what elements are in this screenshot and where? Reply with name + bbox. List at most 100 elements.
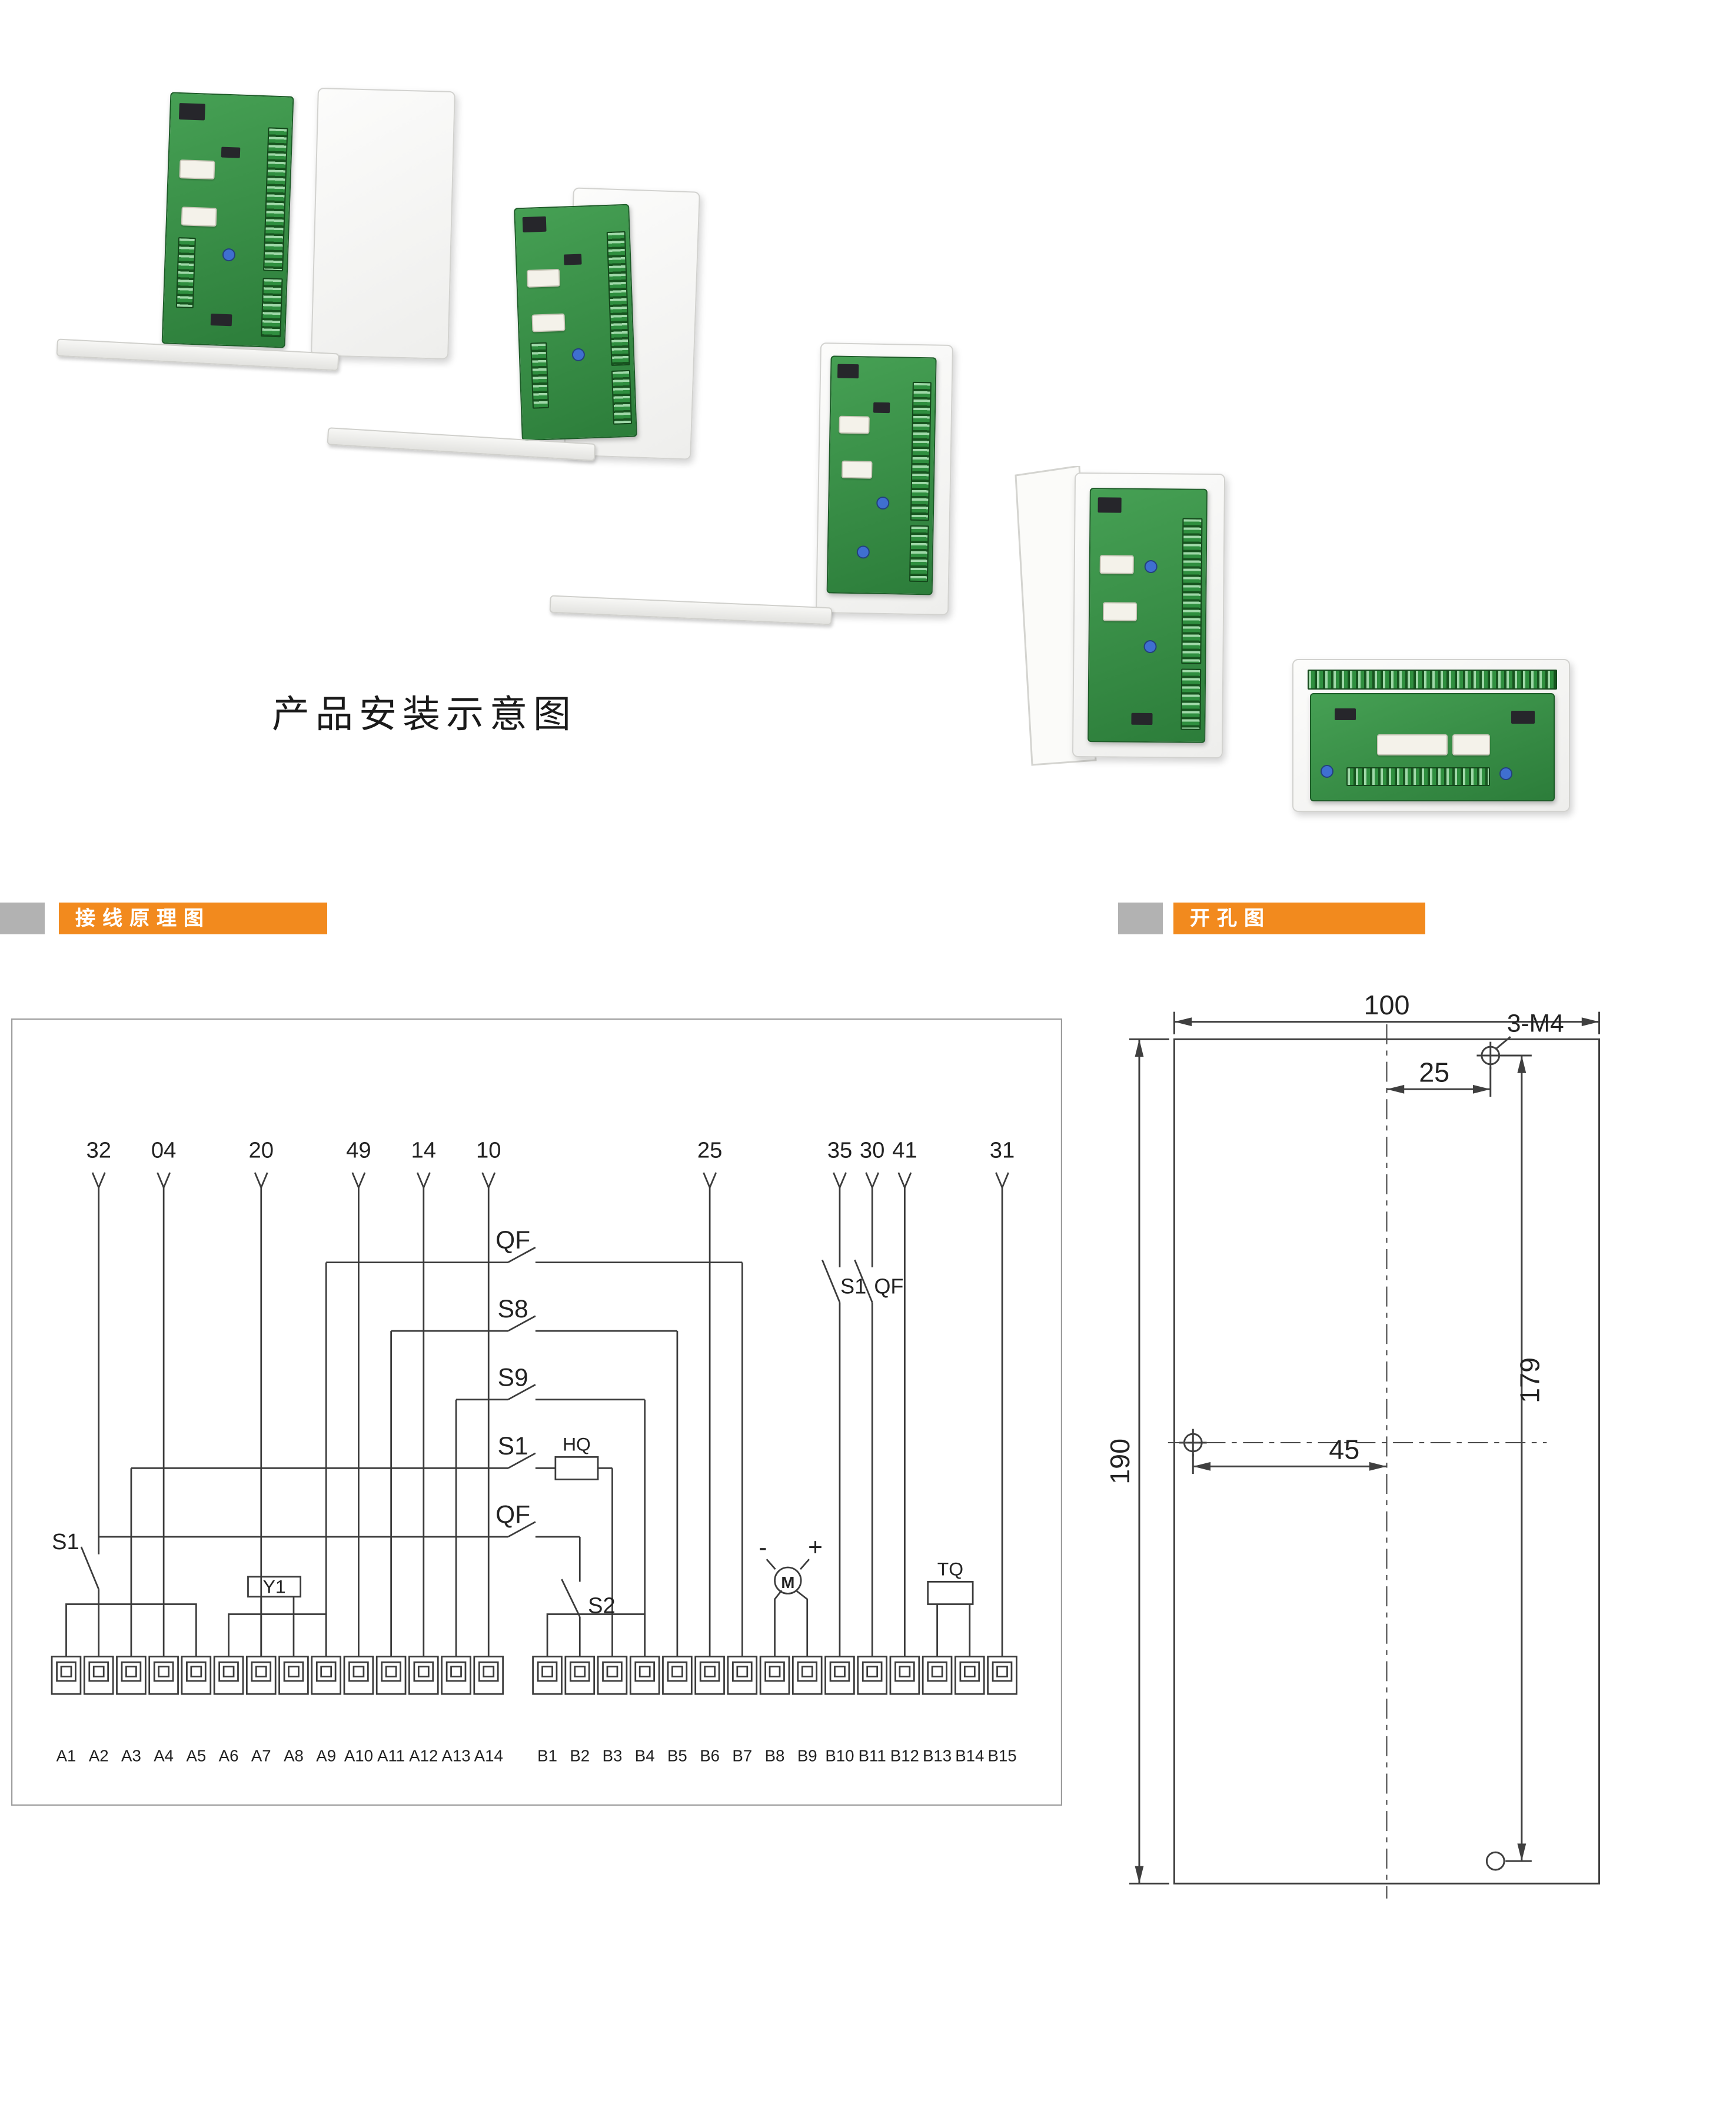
rail-label-s1: S1 xyxy=(498,1432,528,1460)
terminal-strip xyxy=(1346,767,1490,786)
mounting-strip xyxy=(549,595,833,625)
terminal-label: A13 xyxy=(441,1747,470,1765)
switch-label-s2: S2 xyxy=(588,1593,616,1618)
terminal-label: B12 xyxy=(890,1747,919,1765)
inductor-component xyxy=(178,103,205,121)
capacitor xyxy=(1144,560,1158,574)
switch-label-s1-left: S1 xyxy=(52,1529,79,1554)
wiring-section-title: 接线原理图 xyxy=(75,907,211,930)
relay-component xyxy=(839,415,870,434)
terminal-strip xyxy=(611,369,633,425)
hole-spec: 3-M4 xyxy=(1507,1010,1564,1037)
relay-component xyxy=(181,207,217,227)
relay-component xyxy=(1102,602,1138,621)
capacitor xyxy=(856,545,870,559)
terminal-label: B1 xyxy=(537,1747,557,1765)
wire-number: 32 xyxy=(86,1137,111,1163)
dim-right-span: 179 xyxy=(1515,1357,1545,1403)
wire-number: 14 xyxy=(411,1137,437,1163)
inductor-component xyxy=(837,364,859,379)
terminal-label: B2 xyxy=(570,1747,590,1765)
relay-component xyxy=(1452,734,1490,755)
terminal-label: A5 xyxy=(186,1747,206,1765)
cutout-dimensions: 100 190 25 45 179 3-M4 xyxy=(1105,990,1564,1484)
terminal-label: A10 xyxy=(344,1747,373,1765)
terminal-strip xyxy=(1180,668,1202,730)
cutout-lines xyxy=(1129,1011,1601,1885)
terminal-label: B7 xyxy=(732,1747,752,1765)
relay-component xyxy=(1377,734,1448,755)
ic-chip xyxy=(873,402,890,414)
terminal-label: A2 xyxy=(89,1747,109,1765)
terminal-label: B10 xyxy=(825,1747,854,1765)
terminal-strip xyxy=(263,127,288,272)
section-header-wiring: 接线原理图 xyxy=(59,903,327,934)
capacitor xyxy=(1143,640,1157,654)
terminal-label: A7 xyxy=(251,1747,271,1765)
relay-component xyxy=(531,313,566,332)
relay-component xyxy=(179,159,215,180)
wire-number: 25 xyxy=(697,1137,723,1163)
wiring-header-accent xyxy=(0,903,45,934)
wire-number: 20 xyxy=(249,1137,274,1163)
wiring-diagram-border xyxy=(11,1018,1062,1806)
rail-label-qf-2: QF xyxy=(495,1501,530,1529)
lamp-label-hq: HQ xyxy=(563,1434,591,1455)
terminal-label: B9 xyxy=(797,1747,817,1765)
cutout-header-accent xyxy=(1118,903,1163,934)
mounting-hole-top-right xyxy=(1481,1046,1501,1066)
wiring-labels: QF S8 S9 S1 QF HQ S1 Y1 S2 S1 QF - + M T… xyxy=(52,1226,963,1618)
terminal-label: A3 xyxy=(121,1747,141,1765)
pcb-board xyxy=(161,92,294,348)
terminal-strip xyxy=(606,231,630,366)
wire-number: 10 xyxy=(476,1137,501,1163)
rail-label-s9: S9 xyxy=(498,1364,528,1391)
wire-number: 31 xyxy=(990,1137,1015,1163)
cutout-diagram: 100 190 25 45 179 3-M4 xyxy=(1105,990,1601,1899)
ic-chip xyxy=(1335,708,1356,720)
terminal-strip xyxy=(910,381,932,521)
terminal-label: A12 xyxy=(409,1747,438,1765)
rail-label-s8: S8 xyxy=(498,1295,528,1323)
relay-component xyxy=(842,460,873,479)
terminal-label: A11 xyxy=(377,1747,405,1765)
inductor-component xyxy=(522,216,547,233)
pcb-board xyxy=(514,204,637,441)
terminal-label: A4 xyxy=(154,1747,174,1765)
dimension-arrows xyxy=(1135,1017,1599,1884)
terminal-label: B4 xyxy=(635,1747,655,1765)
ic-chip xyxy=(210,314,232,327)
terminal-label: A9 xyxy=(316,1747,336,1765)
terminal-strip xyxy=(530,342,550,409)
relay-component xyxy=(526,268,560,288)
capacitor xyxy=(222,248,236,262)
terminal-label: B14 xyxy=(955,1747,984,1765)
terminal-label: A6 xyxy=(219,1747,239,1765)
dim-height: 190 xyxy=(1105,1439,1135,1484)
ic-chip xyxy=(1131,713,1153,725)
dim-offset-top: 25 xyxy=(1419,1057,1449,1088)
switch-label-s1qf-s1: S1 xyxy=(840,1274,866,1299)
wire-number: 35 xyxy=(827,1137,853,1163)
enclosure-frame xyxy=(1072,472,1226,759)
motor-label: M xyxy=(781,1573,794,1592)
terminal-label: B13 xyxy=(923,1747,952,1765)
switch-label-s1qf-qf: QF xyxy=(874,1274,903,1299)
terminal-label: B5 xyxy=(667,1747,687,1765)
terminal-label: B11 xyxy=(859,1747,886,1765)
dim-width: 100 xyxy=(1363,990,1409,1020)
capacitor xyxy=(876,496,890,510)
capacitor xyxy=(1321,765,1333,778)
installation-caption: 产品安装示意图 xyxy=(272,693,577,735)
rail-label-qf-1: QF xyxy=(495,1226,530,1254)
wire-number: 30 xyxy=(860,1137,885,1163)
ic-chip xyxy=(563,254,582,265)
wire-number: 04 xyxy=(151,1137,177,1163)
terminal-strip xyxy=(261,278,283,338)
terminal-label: B6 xyxy=(700,1747,720,1765)
cutout-section-title: 开孔图 xyxy=(1190,907,1271,930)
terminal-strip xyxy=(909,525,929,582)
